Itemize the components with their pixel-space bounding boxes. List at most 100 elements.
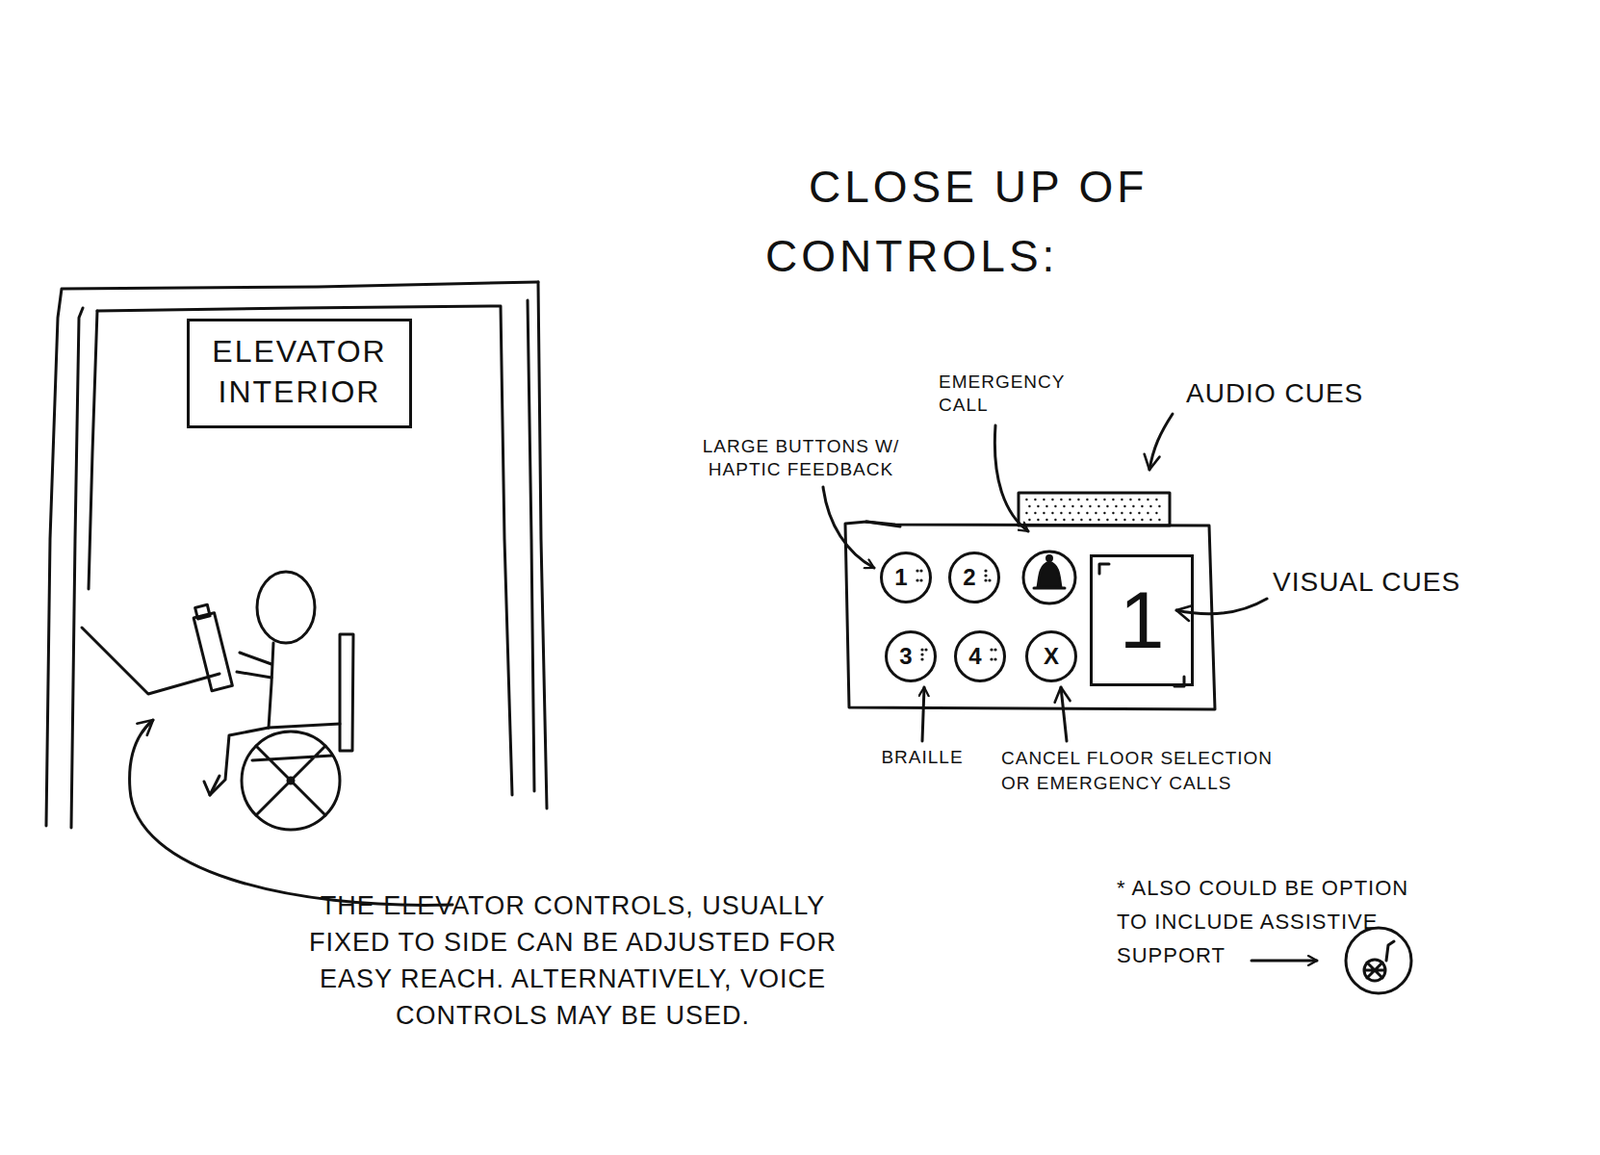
grill-dot [1028, 505, 1031, 508]
braille-dot [924, 647, 928, 651]
grill-dot [1146, 512, 1149, 515]
leader-line [1060, 687, 1067, 742]
grill-dot [1042, 498, 1045, 501]
grill-dot [1158, 518, 1161, 521]
braille-dot [989, 657, 993, 661]
callout-label: VISUAL CUES [1272, 566, 1504, 599]
braille-dot [920, 647, 924, 651]
grill-dot [1097, 505, 1100, 508]
caption-note: THE ELEVATOR CONTROLS, USUALLY FIXED TO … [279, 887, 867, 1034]
grill-dot [1114, 518, 1117, 521]
grill-dot [1051, 512, 1054, 515]
grill-dot [1062, 518, 1065, 521]
leader-line [129, 720, 453, 905]
callout-label: EMERGENCY CALL [938, 370, 1093, 417]
grill-dot [1140, 518, 1143, 521]
braille-dot [993, 647, 997, 651]
grill-dot [1054, 505, 1057, 508]
grill-dot [1080, 505, 1083, 508]
button-number: 3 [899, 643, 912, 671]
braille-dot [915, 578, 919, 582]
grill-dot [1103, 498, 1106, 501]
grill-dot [1025, 498, 1028, 501]
grill-dot [1132, 505, 1135, 508]
grill-dot [1033, 498, 1036, 501]
callout-label: CANCEL FLOOR SELECTION OR EMERGENCY CALL… [1001, 746, 1291, 797]
grill-dot [1103, 512, 1106, 515]
grill-dot [1123, 505, 1126, 508]
floor-button: 2 [948, 551, 1001, 604]
grill-dot [1137, 512, 1140, 515]
grill-dot [1077, 498, 1080, 501]
grill-dot [1111, 498, 1114, 501]
grill-dot [1088, 505, 1091, 508]
floor-display: 1 [1089, 554, 1194, 687]
grill-dot [1114, 505, 1117, 508]
grill-dot [1062, 505, 1065, 508]
leader-line [994, 425, 1029, 532]
leader-line [1251, 959, 1317, 963]
leader-line [922, 687, 925, 742]
emergency-bell-button [1023, 551, 1076, 604]
braille-dot [919, 568, 923, 572]
floor-button: 1 [879, 551, 932, 604]
box-label: ELEVATOR INTERIOR [203, 331, 396, 413]
side-note: * ALSO COULD BE OPTION TO INCLUDE ASSIST… [1116, 871, 1445, 973]
grill-dot [1059, 498, 1062, 501]
control-panel [845, 492, 1215, 710]
grill-dot [1137, 498, 1140, 501]
button-number: 2 [962, 564, 976, 592]
button-number: 4 [968, 643, 981, 671]
grill-dot [1036, 505, 1039, 508]
callout-label: BRAILLE [869, 746, 976, 770]
braille-dot [920, 652, 924, 656]
elevator-frame [46, 282, 547, 828]
braille-dot [993, 657, 997, 661]
button-number: X [1043, 643, 1059, 671]
label-box: ELEVATOR INTERIOR [186, 318, 413, 429]
speaker-grill [1025, 498, 1161, 521]
braille-dot [983, 578, 987, 582]
grill-dot [1120, 512, 1123, 515]
button-number: 1 [894, 564, 907, 592]
grill-dot [1045, 505, 1048, 508]
grill-dot [1054, 518, 1057, 521]
grill-dot [1106, 518, 1109, 521]
braille-dot [920, 657, 924, 661]
grill-dot [1088, 518, 1091, 521]
leader-line [1149, 413, 1173, 470]
grill-dot [1071, 518, 1074, 521]
grill-dot [1033, 512, 1036, 515]
adjustable-controls [81, 603, 233, 695]
grill-dot [1094, 498, 1097, 501]
grill-dot [1051, 498, 1054, 501]
grill-dot [1080, 518, 1083, 521]
title: CLOSE UP OF CONTROLS: [765, 152, 1218, 291]
grill-dot [1140, 505, 1143, 508]
display-frame [1099, 564, 1185, 687]
callout-label: AUDIO CUES [1186, 377, 1398, 411]
grill-dot [1028, 518, 1031, 521]
grill-dot [1045, 518, 1048, 521]
grill-dot [1146, 498, 1149, 501]
wheelchair-icon [1345, 928, 1412, 994]
floor-button: X [1025, 630, 1078, 683]
grill-dot [1068, 512, 1071, 515]
leader-line [823, 487, 875, 568]
grill-dot [1059, 512, 1062, 515]
braille-dot [983, 568, 987, 572]
grill-dot [1085, 512, 1088, 515]
grill-dot [1155, 498, 1158, 501]
grill-dot [1149, 518, 1152, 521]
grill-dot [1111, 512, 1114, 515]
floor-button: 3 [884, 630, 937, 683]
braille-dot [983, 573, 987, 577]
grill-dot [1097, 518, 1100, 521]
braille-dot [919, 578, 923, 582]
grill-dot [1068, 498, 1071, 501]
grill-dot [1036, 518, 1039, 521]
grill-dot [1077, 512, 1080, 515]
grill-dot [1085, 498, 1088, 501]
grill-dot [1094, 512, 1097, 515]
display-number: 1 [1119, 573, 1165, 668]
